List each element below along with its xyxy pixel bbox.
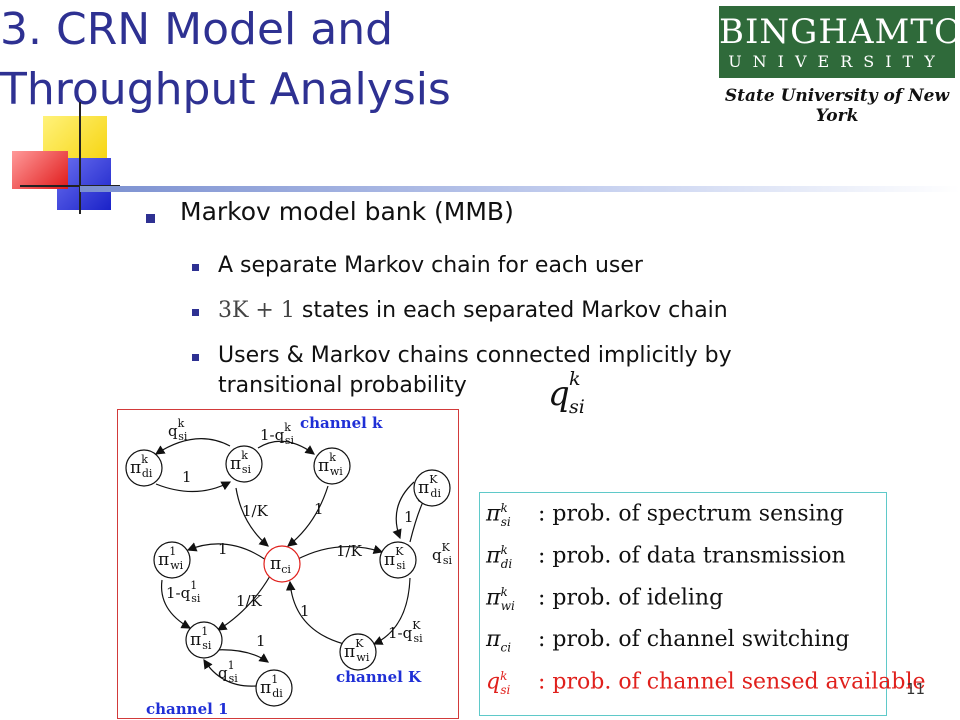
edge-label-s1-d1: 1 [256, 632, 266, 650]
edge-label-dk-sk: 1 [182, 468, 192, 486]
node-wk [313, 447, 351, 485]
sub-bullet-3-line-1: Users & Markov chains connected implicit… [218, 343, 732, 368]
node-ci-label: πci [270, 554, 291, 576]
edge-label-ci-w1: 1 [218, 540, 228, 558]
legend-item-idle: πkwi : prob. of ideling [486, 585, 884, 621]
bullet-marker [146, 214, 155, 223]
edge-label-1-over-K-1: 1/K [236, 592, 263, 610]
sub-bullet-1: A separate Markov chain for each user [218, 253, 643, 278]
legend-item-available: qksi : prob. of channel sensed available [486, 669, 926, 705]
edge-ci-w1 [186, 542, 267, 561]
edge-wK-ci [285, 580, 345, 645]
page-number: 11 [906, 680, 926, 698]
sub-bullet-3: Users & Markov chains connected implicit… [218, 341, 732, 401]
legend-symbol: πci [486, 627, 512, 655]
legend-text: : prob. of data transmission [538, 543, 846, 569]
node-dk [125, 449, 163, 487]
edge-ci-s1 [216, 575, 271, 631]
node-dK [413, 469, 451, 507]
node-ci [263, 545, 301, 583]
legend-text: : prob. of spectrum sensing [538, 501, 844, 527]
legend-item-sensing: πksi : prob. of spectrum sensing [486, 501, 884, 537]
edge-ci-sK [295, 544, 384, 561]
prob-symbol-base: q [548, 374, 570, 414]
edge-sk-ci [235, 487, 269, 547]
title-line-1: 3. CRN Model and [0, 4, 394, 55]
legend-symbol: qksi [486, 669, 511, 697]
sub-bullet-3-line-2: transitional probability [218, 373, 467, 398]
edge-label-1-over-K-right: 1/K [336, 542, 363, 560]
bullet-marker [192, 354, 199, 361]
probability-symbol: q k si [548, 368, 585, 418]
sub-bullet-2-text: states in each separated Markov chain [294, 298, 728, 323]
edge-sK-wK [372, 577, 411, 645]
node-d1 [255, 669, 293, 707]
channel-K-label: channel K [336, 668, 422, 686]
node-w1 [153, 541, 191, 579]
university-logo: BINGHAMTON UNIVERSITY [719, 6, 960, 78]
bullet-marker [192, 309, 199, 316]
slide-title: 3. CRN Model and Throughput Analysis [0, 0, 560, 120]
node-sk [225, 445, 263, 483]
edge-label-wK-ci: 1 [300, 602, 310, 620]
node-wK [339, 633, 377, 671]
edge-sk-dk [154, 438, 231, 455]
edge-d1-s1 [203, 658, 257, 687]
edge-label-1-over-K-k: 1/K [242, 502, 269, 520]
legend-symbol: πksi [486, 501, 511, 529]
node-s1 [185, 621, 223, 659]
legend-text: : prob. of ideling [538, 585, 724, 611]
sub-bullet-2: 3K + 1 states in each separated Markov c… [218, 296, 728, 326]
logo-name: BINGHAMTON [719, 12, 960, 52]
legend-item-switching: πci : prob. of channel switching [486, 627, 884, 663]
channel-k-label: channel k [300, 414, 383, 432]
legend-text: : prob. of channel sensed available [538, 669, 926, 695]
deco-hline [20, 185, 120, 187]
legend-box: πksi : prob. of spectrum sensing πkdi : pr… [479, 492, 926, 716]
legend-symbol: πkdi [486, 543, 513, 571]
deco-vline [79, 102, 81, 214]
legend-text: : prob. of channel switching [538, 627, 850, 652]
edge-s1-d1 [213, 649, 269, 663]
edge-label-dK-sK: 1 [404, 508, 414, 526]
logo-university: UNIVERSITY [728, 52, 946, 71]
channel-1-label: channel 1 [146, 700, 228, 718]
edge-dk-sk [155, 481, 232, 493]
title-line-2: Throughput Analysis [0, 64, 451, 115]
logo-subtitle: State University of New York [724, 86, 950, 126]
bullet-marker [192, 264, 199, 271]
bullet-main: Markov model bank (MMB) [180, 197, 514, 226]
edge-w1-s1 [160, 579, 192, 629]
edge-label-wk-ci: 1 [314, 500, 324, 518]
deco-square-red [12, 151, 68, 189]
legend-symbol: πkwi [486, 585, 515, 613]
prob-symbol-sub: si [569, 396, 585, 418]
node-sK [379, 541, 417, 579]
title-underline [80, 186, 960, 192]
prob-symbol-sup: k [569, 368, 581, 390]
edge-dK-sK [392, 481, 415, 540]
edge-wk-ci [287, 485, 329, 547]
edge-sk-wk [257, 440, 315, 455]
states-formula: 3K + 1 [218, 298, 295, 323]
legend-item-transmission: πkdi : prob. of data transmission [486, 543, 884, 579]
